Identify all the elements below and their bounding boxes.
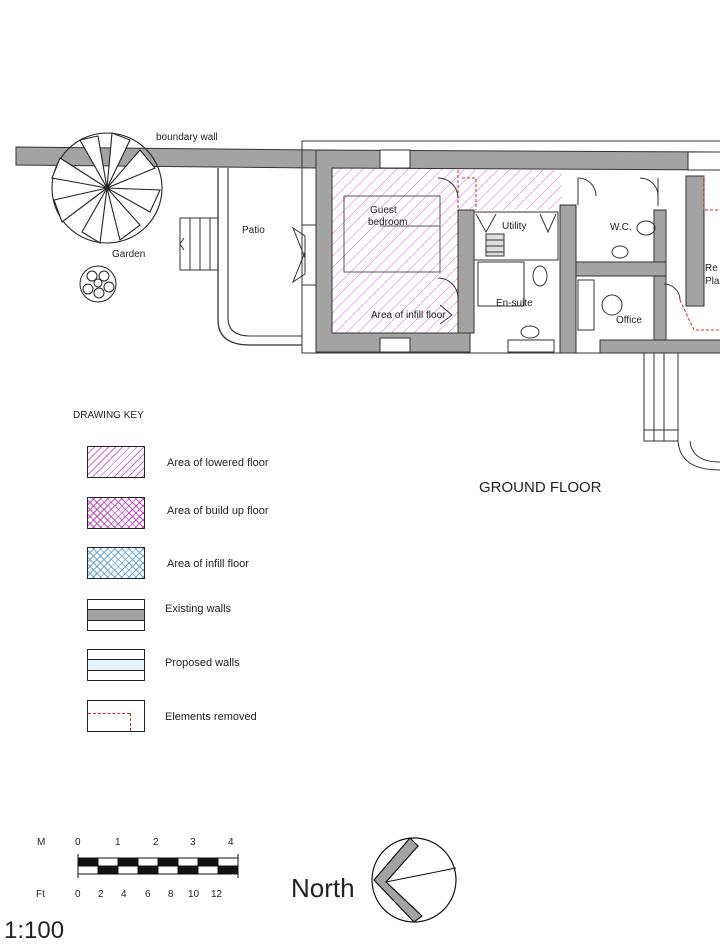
wc-office-fittings — [577, 177, 659, 331]
key-title: DRAWING KEY — [73, 410, 144, 421]
scale-m-0: 0 — [75, 837, 81, 848]
scale-ft-4: 4 — [121, 889, 127, 900]
garden-steps — [179, 217, 219, 271]
label-bedroom: bedroom — [368, 217, 408, 228]
scale-feet-label: Ft — [36, 889, 45, 900]
removed-elements — [457, 170, 720, 331]
key-label-existing-walls: Existing walls — [165, 603, 232, 615]
bed — [343, 195, 441, 273]
scale-m-1: 1 — [115, 837, 121, 848]
scale-ft-10: 10 — [188, 889, 200, 900]
label-wc: W.C. — [610, 222, 632, 233]
label-reception-2: Pla — [705, 276, 720, 287]
utility-fittings — [439, 211, 559, 339]
key-label-lowered: Area of lowered floor — [167, 457, 269, 469]
existing-walls — [315, 149, 720, 354]
scale-ft-6: 6 — [145, 889, 151, 900]
scale-ft-12: 12 — [211, 889, 223, 900]
scale-ft-8: 8 — [168, 889, 174, 900]
label-guest: Guest — [370, 205, 397, 216]
scale-ft-0: 0 — [75, 889, 81, 900]
drawing-title: GROUND FLOOR — [479, 479, 602, 496]
lowered-floor-area — [332, 168, 458, 333]
label-area-of-infill: Area of infill floor — [371, 310, 446, 321]
north-label: North — [291, 873, 355, 903]
scale-ratio: 1:100 — [4, 917, 65, 944]
doors — [291, 177, 681, 301]
key-label-infill: Area of infill floor — [167, 558, 249, 570]
key-swatch-removed — [87, 700, 145, 732]
key-swatch-lowered — [87, 446, 145, 478]
key-swatch-build-up — [87, 497, 145, 529]
scale-ft-2: 2 — [98, 889, 104, 900]
scale-metres-label: M — [37, 837, 46, 848]
key-label-build-up: Area of build up floor — [167, 505, 269, 517]
scale-m-2: 2 — [153, 837, 159, 848]
label-office: Office — [616, 315, 642, 326]
label-reception-1: Re — [705, 263, 718, 274]
key-swatch-infill — [87, 547, 145, 579]
key-label-removed: Elements removed — [165, 711, 257, 723]
label-garden: Garden — [112, 249, 146, 260]
label-utility: Utility — [502, 221, 527, 232]
scale-m-3: 3 — [190, 837, 196, 848]
scale-m-4: 4 — [228, 837, 234, 848]
tree-small-icon — [79, 265, 117, 303]
scale-bar — [77, 854, 239, 878]
key-label-proposed-walls: Proposed walls — [165, 657, 240, 669]
front-steps — [643, 352, 720, 471]
key-swatch-proposed-walls — [87, 649, 145, 681]
tree-large-icon — [51, 132, 163, 244]
label-boundary-wall: boundary wall — [156, 132, 218, 143]
north-arrow — [371, 837, 457, 923]
label-patio: Patio — [242, 225, 265, 236]
label-en-suite: En-suite — [496, 298, 533, 309]
key-swatch-existing-walls — [87, 599, 145, 631]
